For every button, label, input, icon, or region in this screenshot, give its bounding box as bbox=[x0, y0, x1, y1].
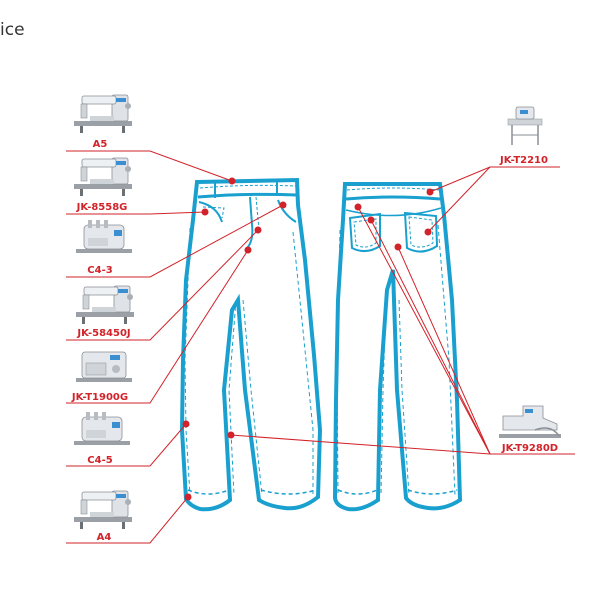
point-waistband-front bbox=[228, 177, 236, 185]
machine-image-jk-8558g bbox=[73, 157, 133, 197]
point-yoke-left bbox=[354, 203, 362, 211]
point-back-seam bbox=[394, 243, 402, 251]
point-front-pocket-left bbox=[201, 208, 209, 216]
machine-label-jk-t2210: JK-T2210 bbox=[499, 155, 548, 166]
machine-label-jk-t1900g: JK-T1900G bbox=[71, 392, 128, 403]
machine-label-c4-3: C4-3 bbox=[87, 265, 112, 276]
machine-image-c4-3 bbox=[75, 219, 133, 254]
machine-label-a4: A4 bbox=[97, 532, 112, 543]
machine-image-jk-t2210 bbox=[507, 106, 543, 146]
leader-lines bbox=[66, 150, 575, 544]
header-partial-text: ice bbox=[0, 20, 25, 40]
point-crotch bbox=[244, 246, 252, 254]
machine-labels: A5 JK-8558G C4-3 JK-58450J JK-T1900G C4-… bbox=[71, 139, 558, 543]
machine-label-c4-5: C4-5 bbox=[87, 455, 112, 466]
machine-image-a5 bbox=[73, 94, 133, 134]
machine-image-a4 bbox=[73, 490, 133, 530]
machine-image-jk-t1900g bbox=[75, 351, 133, 383]
point-fly bbox=[254, 226, 262, 234]
machine-label-a5: A5 bbox=[93, 139, 108, 150]
point-yoke-mid bbox=[367, 216, 375, 224]
point-front-pocket-right bbox=[279, 201, 287, 209]
point-side-seam bbox=[182, 420, 190, 428]
point-inseam bbox=[227, 431, 235, 439]
jeans-back bbox=[332, 182, 463, 512]
jeans-front bbox=[179, 177, 323, 512]
machine-label-jk-8558g: JK-8558G bbox=[76, 202, 128, 213]
point-waistband-back bbox=[426, 188, 434, 196]
machine-image-c4-5 bbox=[73, 411, 131, 446]
machine-label-jk-58450j: JK-58450J bbox=[76, 328, 130, 339]
point-back-pocket bbox=[424, 228, 432, 236]
machine-label-jk-t9280d: JK-T9280D bbox=[501, 443, 558, 454]
machine-image-jk-58450j bbox=[75, 285, 135, 325]
stitch-points bbox=[182, 177, 434, 501]
machine-image-jk-t9280d bbox=[498, 405, 562, 439]
point-hem bbox=[184, 493, 192, 501]
